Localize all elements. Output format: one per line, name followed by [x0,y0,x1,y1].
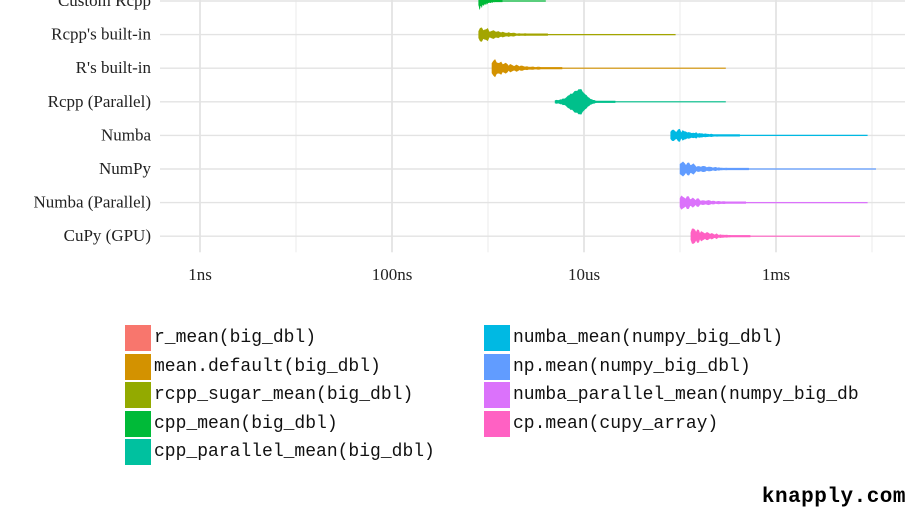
violin-cupy-gpu- [690,228,861,244]
category-label: Numba [101,125,152,144]
violin-body [679,161,749,177]
legend-swatch [125,439,151,466]
violin-rcpp-s-built-in [478,27,676,42]
category-label: Numba (Parallel) [33,193,151,212]
violin-body [478,27,548,42]
legend-label: mean.default(big_dbl) [154,356,381,377]
violin-marks [478,0,876,244]
legend-label: numba_mean(numpy_big_dbl) [513,328,784,348]
violin-body [554,89,616,115]
category-label: Custom Rcpp [58,0,151,10]
category-label: Rcpp's built-in [51,25,151,44]
violin-rcpp-parallel- [554,89,726,115]
violin-custom-rcpp [478,0,546,10]
violin-body [478,0,503,10]
legend-label: rcpp_sugar_mean(big_dbl) [154,385,414,406]
legend-swatch [484,410,510,437]
grid [160,0,905,253]
category-label: NumPy [99,159,151,178]
legend-label: cp.mean(cupy_array) [513,413,719,434]
violin-body [679,195,746,210]
violin-body [670,128,740,142]
violin-body [690,228,751,244]
legend-label: r_mean(big_dbl) [154,328,317,348]
category-label: R's built-in [76,58,152,77]
legend-swatch [125,353,151,380]
legend-swatch [484,353,510,380]
x-tick-label: 100ns [372,265,413,284]
x-tick-label: 1ms [762,265,790,284]
category-label: Rcpp (Parallel) [48,92,151,111]
legend-label: cpp_mean(big_dbl) [154,413,338,434]
legend-swatch [484,325,510,351]
watermark: knapply.com [761,486,906,509]
violin-r-s-built-in [491,59,726,78]
legend-swatch [484,382,510,409]
legend-label: np.mean(numpy_big_dbl) [513,356,751,377]
legend-label: cpp_parallel_mean(big_dbl) [154,442,435,463]
category-label: CuPy (GPU) [64,226,151,245]
legend-label: numba_parallel_mean(numpy_big_db [513,385,859,406]
x-tick-label: 10us [568,265,600,284]
legend-swatch [125,325,151,351]
legend-swatch [125,382,151,409]
violin-body [491,59,563,78]
legend-swatch [125,410,151,437]
violin-numpy [679,161,876,177]
violin-numba [670,128,868,142]
x-tick-label: 1ns [188,265,212,284]
x-tick-labels: 1ns 100ns 10us 1ms [188,265,790,284]
violin-numba-parallel- [679,195,868,210]
